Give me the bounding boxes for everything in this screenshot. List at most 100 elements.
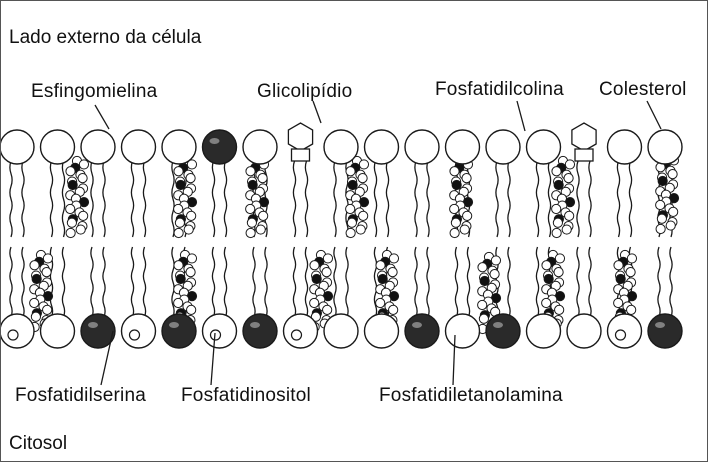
cholesterol-ring: [175, 273, 186, 285]
cholesterol-ring: [311, 273, 322, 285]
polar-head-light: [647, 129, 683, 165]
fatty-acid-tail: [454, 246, 459, 318]
fatty-acid-tail: [345, 246, 349, 318]
cholesterol-ring: [552, 217, 564, 228]
cholesterol-molecule: [541, 249, 566, 333]
cholesterol-ring: [656, 213, 668, 224]
polar-head-light: [606, 313, 643, 349]
glycolipid-neck: [574, 148, 594, 162]
cholesterol-ring: [246, 217, 258, 228]
polar-head-light: [323, 313, 359, 349]
polar-head-dark: [161, 313, 197, 349]
polar-head-light: [566, 313, 602, 349]
fatty-acid-tail: [616, 160, 621, 238]
fatty-acid-tail: [414, 246, 418, 318]
polar-head-light: [606, 129, 643, 165]
fatty-acid-tail: [61, 160, 66, 238]
inositol-ring: [614, 329, 627, 341]
cholesterol-ring: [449, 227, 460, 239]
cholesterol-ring: [377, 273, 388, 285]
cholesterol-ring: [358, 159, 370, 170]
fatty-acid-tail: [171, 246, 175, 318]
fatty-acid-tail: [507, 160, 511, 238]
cholesterol-ring: [75, 224, 86, 235]
fatty-acid-tail: [385, 160, 390, 238]
fatty-acid-tail: [588, 160, 592, 238]
glycolipid-neck: [290, 148, 311, 162]
cholesterol-ring: [245, 227, 256, 239]
cholesterol-molecules: [29, 151, 680, 335]
cholesterol-ring: [657, 175, 668, 187]
cholesterol-ring: [173, 227, 184, 239]
fatty-acid-tail: [21, 246, 25, 318]
head-highlight: [655, 322, 665, 328]
polar-head-light: [363, 129, 400, 165]
cholesterol-ring: [65, 166, 76, 177]
cholesterol-ring: [186, 304, 197, 315]
inositol-ring: [128, 329, 141, 341]
fatty-acid-tail: [333, 246, 337, 318]
cholesterol-ring: [78, 210, 89, 221]
cholesterol-molecule: [655, 151, 680, 235]
cholesterol-ring: [461, 173, 472, 184]
cholesterol-ring: [541, 297, 552, 309]
fatty-acid-tail: [426, 246, 430, 318]
cholesterol-ring: [387, 267, 398, 278]
polar-head-dark: [485, 313, 521, 349]
outside-region-label: Lado externo da célula: [9, 27, 202, 48]
fatty-acid-tail: [102, 160, 106, 238]
fatty-acid-tail: [373, 246, 378, 318]
fatty-acid-tail: [49, 160, 54, 238]
polar-head-light: [525, 313, 562, 349]
cholesterol-ring: [322, 304, 333, 315]
cholesterol-ring: [388, 253, 400, 264]
cholesterol-molecule: [345, 155, 370, 239]
cholesterol-ring: [42, 304, 53, 315]
cholesterol-ring: [551, 166, 562, 177]
cholesterol-ring: [563, 173, 574, 184]
polar-head-light: [201, 313, 238, 349]
cholesterol-ring: [561, 224, 572, 235]
polar-head-light: [444, 129, 481, 165]
polar-head-light: [120, 313, 157, 349]
cholesterol-ring: [665, 220, 676, 231]
polar-head-light: [39, 129, 76, 165]
polar-head-light: [323, 129, 359, 165]
polar-head-light: [404, 129, 440, 165]
polar-head-dark: [647, 313, 683, 349]
fatty-acid-tail: [547, 160, 552, 238]
inositol-ring: [290, 329, 303, 341]
cholesterol-ring: [543, 273, 554, 285]
fatty-acid-tail: [211, 160, 216, 238]
cholesterol-ring: [185, 173, 196, 184]
cholesterol-ring: [257, 173, 268, 184]
cholesterol-ring: [667, 169, 678, 180]
cholesterol-ring: [541, 260, 552, 271]
cholesterol-molecule: [245, 155, 270, 239]
cholesterol-molecule: [477, 251, 502, 335]
fatty-acid-tail: [21, 160, 25, 238]
cholesterol-ring: [186, 210, 197, 221]
cholesterol-ring: [489, 269, 500, 280]
cholesterol-ring: [31, 273, 42, 285]
cholesterol-ring: [375, 297, 386, 309]
pointer-line: [210, 332, 216, 386]
cholesterol-ring: [613, 260, 624, 271]
fatty-acid-tail: [657, 246, 661, 318]
fatty-acid-tail: [223, 160, 228, 238]
pointer-line: [94, 104, 110, 130]
cholesterol-ring: [625, 267, 636, 278]
cholesterol-ring: [451, 179, 462, 191]
polar-head-light: [363, 313, 400, 349]
polar-head-light: [161, 129, 197, 165]
fatty-acid-tail: [535, 160, 540, 238]
phosphatidylinositol-label: Fosfatidinositol: [181, 385, 311, 406]
cholesterol-ring: [655, 199, 666, 211]
cholesterol-ring: [477, 262, 488, 273]
cholesterol-ring: [42, 253, 54, 264]
pointer-line: [452, 334, 456, 386]
polar-head-light: [242, 129, 278, 165]
cholesterol-ring: [29, 297, 40, 309]
cholesterol-ring: [375, 260, 386, 271]
fatty-acid-tail: [373, 160, 378, 238]
